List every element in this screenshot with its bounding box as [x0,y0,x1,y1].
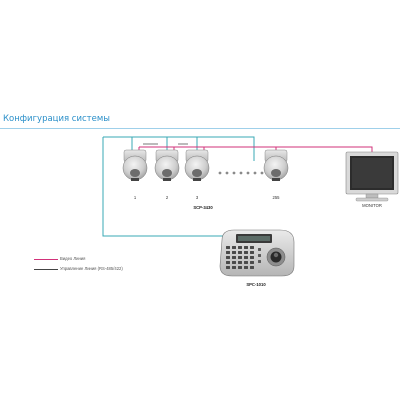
camera-2 [154,149,180,181]
camera-1 [122,149,148,181]
legend-control-line-swatch [34,269,58,270]
monitor-label: MONITOR [362,203,382,208]
camera-model-label: SCP-3430 [193,205,213,210]
legend-video-line-text: Видео Линия [60,256,86,261]
camera-255 [263,149,289,181]
camera-3 [184,149,210,181]
camera-label-2: 2 [165,195,169,200]
legend-control-line-text: Управление Линия (RS-485/422) [60,266,123,271]
camera-label-255: 255 [272,195,280,200]
monitor-icon [345,151,399,202]
title-divider [0,128,400,129]
control-lines [102,136,255,237]
controller-keyboard-icon [219,229,295,277]
controller-model-label: SPC-1010 [246,282,266,287]
camera-label-3: 3 [195,195,199,200]
video-lines [138,146,373,152]
legend-video-line-swatch [34,259,58,260]
camera-label-1: 1 [133,195,137,200]
ellipsis-dots [218,171,264,175]
page-title: Конфигурация системы [3,114,110,124]
